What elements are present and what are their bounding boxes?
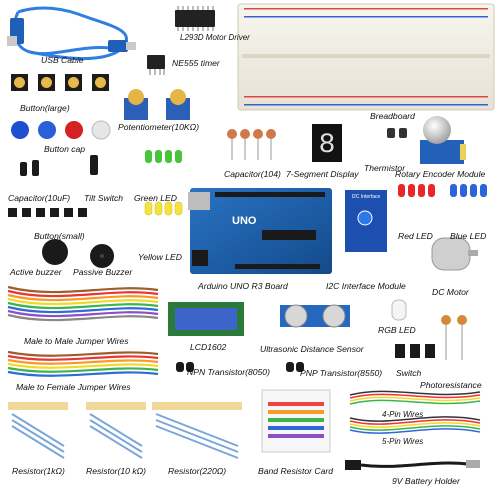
l293d-chip <box>175 6 215 31</box>
photoresistors <box>441 315 467 360</box>
button-caps <box>11 120 111 140</box>
large-buttons <box>11 74 109 91</box>
label-ultrasonic: Ultrasonic Distance Sensor <box>260 344 364 354</box>
blue-leds <box>450 184 487 197</box>
label-red-led: Red LED <box>398 231 433 241</box>
ceramic-capacitors <box>227 129 276 160</box>
label-rgb-led: RGB LED <box>378 325 416 335</box>
rotary-encoder-module <box>420 116 466 164</box>
label-pnp: PNP Transistor(8550) <box>300 368 383 378</box>
label-photoresistance: Photoresistance <box>420 380 482 390</box>
label-passive-buzzer: Passive Buzzer <box>73 267 133 277</box>
rgb-led <box>391 299 407 321</box>
i2c-silk-text: I2C Interface <box>352 194 381 200</box>
red-leds <box>398 184 435 197</box>
ne555-chip <box>147 55 165 75</box>
label-band-card: Band Resistor Card <box>258 466 333 476</box>
label-battery-holder: 9V Battery Holder <box>392 476 460 486</box>
segment-digit: 8 <box>319 130 336 161</box>
label-resistor-10k: Resistor(10 kΩ) <box>86 466 147 476</box>
male-male-jumper-wires <box>7 285 159 322</box>
pin-wires <box>349 390 481 434</box>
label-5-pin-wires: 5-Pin Wires <box>382 437 424 446</box>
lcd1602 <box>168 302 244 336</box>
electrolytic-capacitors <box>20 160 39 176</box>
male-female-jumper-wires <box>7 350 159 377</box>
label-l293d: L293D Motor Driver <box>180 33 250 42</box>
label-green-led: Green LED <box>134 193 177 203</box>
band-resistor-card <box>261 389 331 453</box>
label-mm-jumper: Male to Male Jumper Wires <box>24 336 129 346</box>
label-capacitor-104: Capacitor(104) <box>224 169 281 179</box>
label-lcd1602: LCD1602 <box>190 342 227 352</box>
label-capacitor-10uf: Capacitor(10uF) <box>8 193 71 203</box>
thermistor <box>387 128 407 138</box>
label-button-large: Button(large) <box>20 103 70 113</box>
tilt-switch <box>90 155 98 175</box>
slide-switches <box>395 344 435 358</box>
green-leds <box>145 150 182 163</box>
label-seven-segment: 7-Segment Display <box>286 169 359 179</box>
transistors <box>176 362 304 372</box>
label-i2c-module: I2C Interface Module <box>326 281 406 291</box>
uno-logo-text: UNO <box>232 215 257 227</box>
label-switch: Switch <box>396 368 422 378</box>
label-button-cap: Button cap <box>44 144 86 154</box>
i2c-interface-module: I2C Interface <box>345 190 387 260</box>
label-usb-cable: USB Cable <box>41 55 84 65</box>
seven-segment-display: 8 <box>312 124 342 162</box>
label-ne555: NE555 timer <box>172 58 220 68</box>
yellow-leds <box>144 201 183 216</box>
label-breadboard: Breadboard <box>370 111 415 121</box>
label-arduino-uno: Arduino UNO R3 Board <box>198 281 288 291</box>
battery-holder <box>345 460 480 470</box>
label-4-pin-wires: 4-Pin Wires <box>382 410 424 419</box>
potentiometers <box>124 89 190 120</box>
breadboard <box>237 3 495 111</box>
label-tilt-switch: Tilt Switch <box>84 193 124 203</box>
label-resistor-220: Resistor(220Ω) <box>168 466 227 476</box>
usb-cable <box>7 6 136 60</box>
label-rotary-encoder: Rotary Encoder Module <box>395 169 486 179</box>
small-buttons <box>8 208 87 217</box>
label-potentiometer: Potentiometer(10KΩ) <box>118 122 200 132</box>
label-dc-motor: DC Motor <box>432 287 469 297</box>
label-npn: NPN Transistor(8050) <box>187 367 270 377</box>
label-button-small: Button(small) <box>34 231 85 241</box>
label-blue-led: Blue LED <box>450 231 487 241</box>
dc-motor <box>431 237 478 271</box>
label-yellow-led: Yellow LED <box>138 252 182 262</box>
label-mf-jumper: Male to Female Jumper Wires <box>16 382 131 392</box>
arduino-uno-board: UNO <box>188 188 332 274</box>
label-resistor-1k: Resistor(1kΩ) <box>12 466 65 476</box>
label-thermistor: Thermistor <box>364 163 406 173</box>
buzzers <box>42 239 114 268</box>
resistor-strips <box>8 402 242 459</box>
label-active-buzzer: Active buzzer <box>10 267 62 277</box>
ultrasonic-sensor <box>280 304 350 328</box>
